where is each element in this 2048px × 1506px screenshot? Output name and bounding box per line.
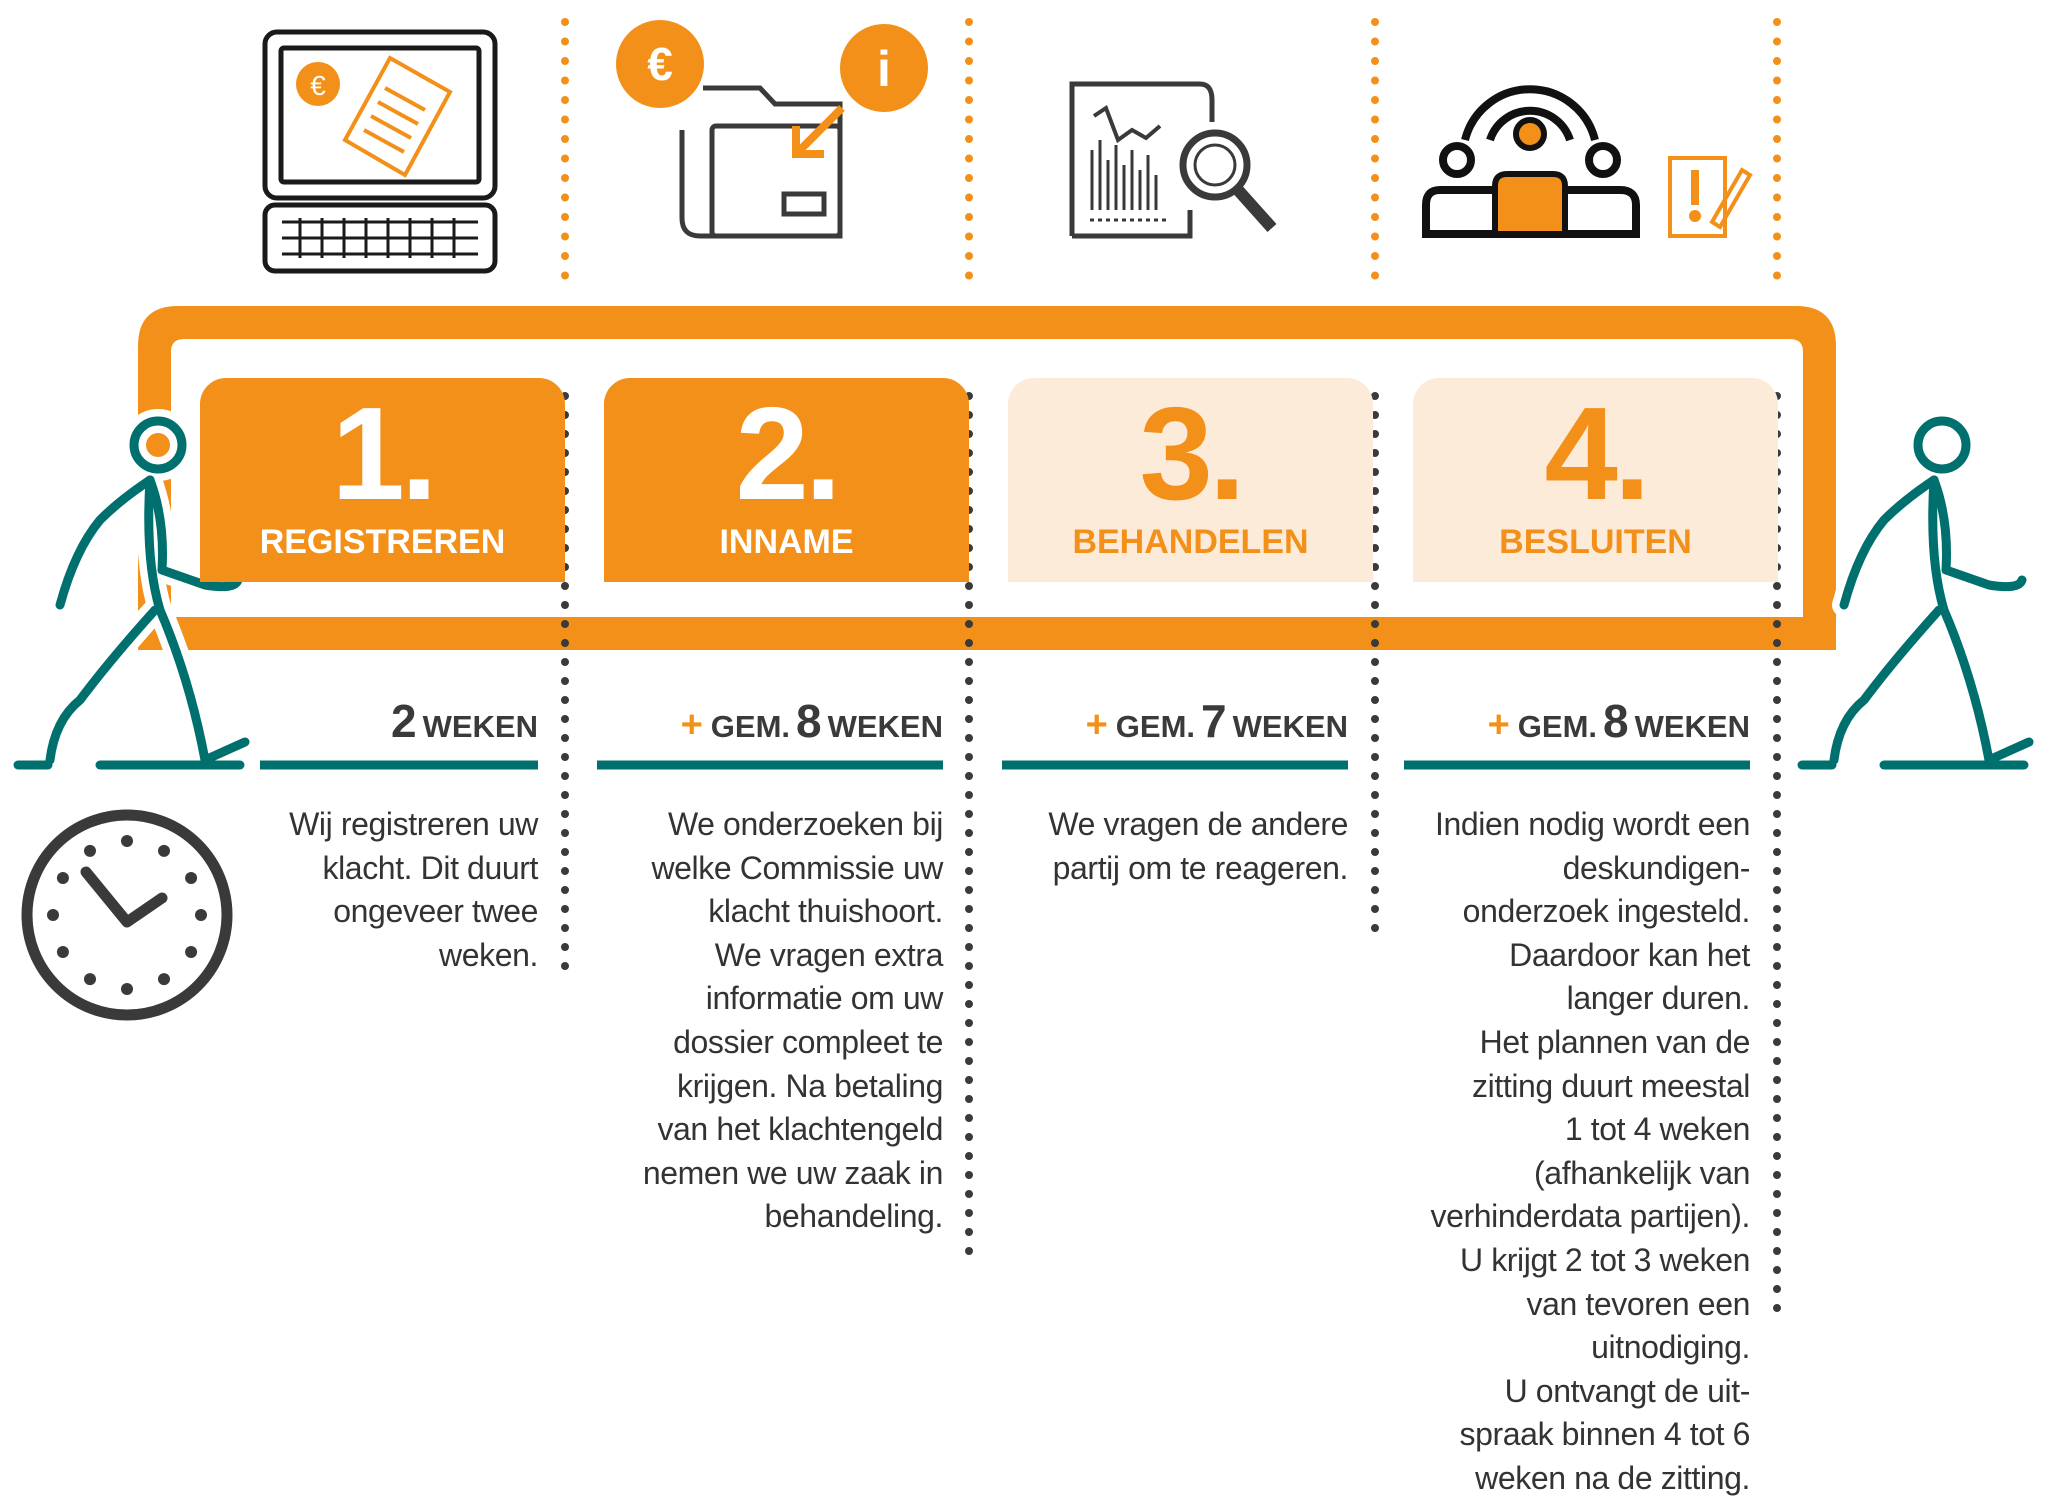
description-step-2: We onderzoeken bij welke Commissie uw klac…	[642, 803, 944, 1239]
svg-text:€: €	[647, 38, 673, 90]
duration-prefix: GEM.	[710, 709, 791, 744]
step-behandelen: 3. BEHANDELEN	[1008, 378, 1373, 582]
clock-tick	[185, 946, 198, 958]
description-line: onderzoek ingesteld.	[1462, 893, 1751, 930]
description-line: We onderzoeken bij	[667, 806, 943, 842]
clock-tick	[84, 973, 96, 986]
top-dividers	[561, 18, 1781, 280]
walking-person-icon-left	[13, 409, 257, 772]
description-line: informatie om uw	[705, 980, 944, 1017]
step-label: BESLUITEN	[1499, 523, 1692, 561]
duration-prefix: GEM.	[1517, 709, 1598, 744]
svg-text:€: €	[310, 70, 326, 101]
description-line: uitnodiging.	[1591, 1329, 1750, 1366]
step-besluiten: 4. BESLUITEN	[1413, 378, 1778, 582]
duration-unit: WEKEN	[422, 709, 538, 744]
clock-tick	[185, 872, 198, 884]
description-line: behandeling.	[764, 1198, 944, 1235]
description-line: klacht. Dit duurt	[322, 849, 538, 886]
duration-unit: WEKEN	[827, 709, 943, 744]
step-label: REGISTREREN	[259, 523, 506, 561]
description-line: langer duren.	[1566, 980, 1751, 1017]
plus-sign: +	[1085, 704, 1108, 746]
duration-unit: WEKEN	[1232, 709, 1348, 744]
clock-tick	[195, 909, 207, 921]
clock-tick	[84, 844, 96, 857]
description-line: deskundigen-	[1562, 849, 1751, 886]
duration-prefix: GEM.	[1115, 709, 1196, 744]
step-label: BEHANDELEN	[1072, 523, 1309, 561]
duration-number: 8	[1603, 695, 1629, 747]
computer-with-invoice-icon: €	[262, 29, 498, 274]
duration-number: 8	[796, 695, 822, 747]
plus-sign: +	[1487, 704, 1510, 746]
description-line: Indien nodig wordt een	[1435, 806, 1750, 842]
description-line: van tevoren een	[1526, 1285, 1750, 1322]
description-line: ongeveer twee	[333, 893, 538, 930]
document-with-pen-icon	[1668, 156, 1753, 238]
clock-tick	[158, 844, 170, 857]
hearing-panel-icon	[1422, 85, 1640, 238]
description-line: Daardoor kan het	[1509, 936, 1750, 973]
report-with-magnifier-icon	[1069, 81, 1277, 239]
description-line: krijgen. Na betaling	[677, 1067, 943, 1104]
description-line: welke Commissie uw	[651, 849, 943, 886]
step-registreren: 1. REGISTREREN	[200, 378, 565, 582]
clock-tick	[158, 973, 170, 986]
description-line: verhinderdata partijen).	[1430, 1198, 1751, 1235]
step-number: 1.	[331, 380, 437, 527]
description-step-1: Wij registreren uw klacht. Dit duurt ongev…	[289, 803, 538, 977]
duration-number: 2	[391, 695, 417, 747]
description-step-3: We vragen de andere partij om te reageren…	[1048, 803, 1348, 890]
plus-sign: +	[680, 704, 703, 746]
description-line: dossier compleet te	[673, 1023, 943, 1060]
description-line: zitting duurt meestal	[1472, 1067, 1750, 1104]
duration-number: 7	[1201, 695, 1227, 747]
description-line: We vragen de andere	[1048, 806, 1348, 842]
description-line: U krijgt 2 tot 3 weken	[1460, 1241, 1750, 1278]
description-line: U ontvangt de uit-	[1504, 1372, 1751, 1409]
description-line: weken.	[439, 936, 538, 973]
clock-tick	[56, 872, 69, 884]
clock-tick	[121, 983, 133, 995]
description-line: Het plannen van de	[1479, 1023, 1751, 1060]
walking-person-icon-right	[1802, 421, 2029, 765]
clock-tick	[121, 835, 133, 847]
description-line: We vragen extra	[714, 936, 944, 973]
step-label: INNAME	[719, 523, 854, 561]
clock-tick	[56, 946, 69, 958]
clock-tick	[47, 909, 59, 921]
step-number: 3.	[1139, 380, 1245, 527]
description-line: Wij registreren uw	[289, 806, 538, 842]
description-line: (afhankelijk van	[1534, 1154, 1750, 1191]
step-inname: 2. INNAME	[604, 378, 969, 582]
description-line: klacht thuishoort.	[708, 893, 943, 930]
description-line: partij om te reageren.	[1052, 849, 1349, 886]
description-line: van het klachtengeld	[657, 1111, 943, 1148]
svg-text:i: i	[877, 41, 891, 97]
duration-unit: WEKEN	[1634, 709, 1750, 744]
description-line: weken na de zitting.	[1475, 1459, 1750, 1496]
description-line: spraak binnen 4 tot 6	[1459, 1416, 1751, 1453]
step-number: 2.	[735, 380, 841, 527]
step-number: 4.	[1544, 380, 1650, 527]
description-line: 1 tot 4 weken	[1564, 1111, 1751, 1148]
description-line: nemen we uw zaak in	[642, 1154, 944, 1191]
clock-icon	[21, 809, 233, 1021]
description-step-4: Indien nodig wordt een deskundigen-onderz…	[1430, 803, 1751, 1501]
folder-with-euro-and-info-icon: € i	[616, 20, 928, 239]
